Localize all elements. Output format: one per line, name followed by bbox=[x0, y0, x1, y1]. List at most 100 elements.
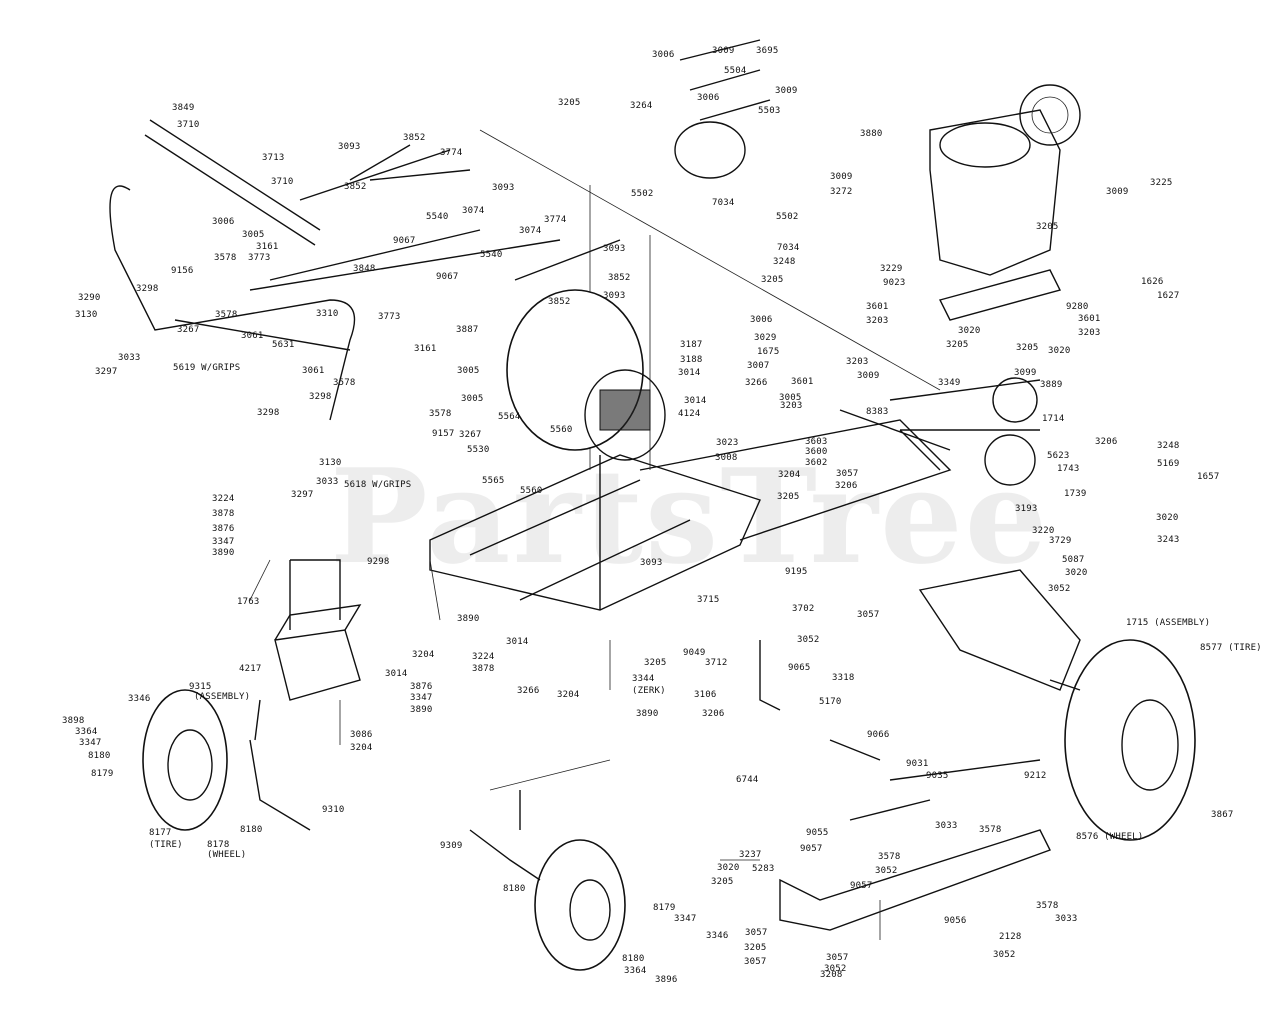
part-label: 3848 bbox=[353, 264, 376, 274]
part-label: 3093 bbox=[338, 142, 361, 152]
part-label: 3006 bbox=[697, 93, 720, 103]
part-label: 1763 bbox=[237, 597, 260, 607]
leader-lines bbox=[249, 559, 881, 940]
part-label: 5169 bbox=[1157, 459, 1180, 469]
part-label: 3890 bbox=[636, 709, 659, 719]
part-label: 3603 bbox=[805, 437, 828, 447]
part-label: 3057 bbox=[857, 610, 880, 620]
part-label: 3033 bbox=[1055, 914, 1078, 924]
part-label: 3852 bbox=[344, 182, 367, 192]
part-label: 5530 bbox=[467, 445, 490, 455]
part-label: 3878 bbox=[212, 509, 235, 519]
part-label: 3248 bbox=[773, 257, 796, 267]
part-label: 8180 bbox=[622, 954, 645, 964]
part-label: 3206 bbox=[702, 709, 725, 719]
part-label: 9157 bbox=[432, 429, 455, 439]
part-label: 3205 bbox=[558, 98, 581, 108]
part-label: 3237 bbox=[739, 850, 762, 860]
part-label: 3205 bbox=[946, 340, 969, 350]
part-label: 3297 bbox=[95, 367, 118, 377]
part-label: 3578 bbox=[878, 852, 901, 862]
part-label: 5502 bbox=[776, 212, 799, 222]
part-label: 9055 bbox=[806, 828, 829, 838]
part-label: 9057 bbox=[800, 844, 823, 854]
part-label: 3009 bbox=[775, 86, 798, 96]
part-label: 3009 bbox=[857, 371, 880, 381]
part-label: 3248 bbox=[1157, 441, 1180, 451]
part-label: 5170 bbox=[819, 697, 842, 707]
part-label: (ASSEMBLY) bbox=[194, 692, 251, 702]
part-label: 3099 bbox=[1014, 368, 1037, 378]
part-label: 3774 bbox=[544, 215, 567, 225]
part-label: 3298 bbox=[257, 408, 280, 418]
part-label: 3033 bbox=[118, 353, 141, 363]
part-label: 1627 bbox=[1157, 291, 1180, 301]
part-label: 3061 bbox=[241, 331, 264, 341]
part-label: 3161 bbox=[256, 242, 279, 252]
part-label: 3086 bbox=[350, 730, 373, 740]
part-label: 3005 bbox=[779, 393, 802, 403]
part-label: 9212 bbox=[1024, 771, 1047, 781]
part-label: 9280 bbox=[1066, 302, 1089, 312]
part-label: 3161 bbox=[414, 344, 437, 354]
part-label: 3005 bbox=[461, 394, 484, 404]
part-label: 3715 bbox=[697, 595, 720, 605]
part-label: 3203 bbox=[846, 357, 869, 367]
part-label: 3057 bbox=[745, 928, 768, 938]
part-label: 3349 bbox=[938, 378, 961, 388]
part-label: 8177 bbox=[149, 828, 172, 838]
part-label: 3729 bbox=[1049, 536, 1072, 546]
part-label: 3773 bbox=[248, 253, 271, 263]
part-label: 5565 bbox=[482, 476, 505, 486]
part-label: 8180 bbox=[240, 825, 263, 835]
part-label: 8180 bbox=[88, 751, 111, 761]
control-rods bbox=[249, 144, 621, 291]
part-label: (WHEEL) bbox=[207, 850, 247, 860]
part-label: 3347 bbox=[212, 537, 235, 547]
part-label: (ZERK) bbox=[632, 686, 666, 696]
part-label: 3006 bbox=[652, 50, 675, 60]
part-label: 3710 bbox=[177, 120, 200, 130]
part-label: 3093 bbox=[603, 244, 626, 254]
part-label: 3057 bbox=[836, 469, 859, 479]
part-label: 3052 bbox=[824, 964, 847, 974]
part-label: 3205 bbox=[1036, 222, 1059, 232]
part-label: 3346 bbox=[128, 694, 151, 704]
part-label: 3204 bbox=[350, 743, 373, 753]
front-center-wheel bbox=[469, 790, 626, 971]
part-label: 1626 bbox=[1141, 277, 1164, 287]
part-label: 9031 bbox=[906, 759, 929, 769]
part-label: 3601 bbox=[1078, 314, 1101, 324]
part-label: 3052 bbox=[797, 635, 820, 645]
part-label: 5623 bbox=[1047, 451, 1070, 461]
part-label: 9298 bbox=[367, 557, 390, 567]
part-label: 3009 bbox=[712, 46, 735, 56]
part-label: 3852 bbox=[548, 297, 571, 307]
part-label: 3702 bbox=[792, 604, 815, 614]
part-label: 3297 bbox=[291, 490, 314, 500]
part-label: 3023 bbox=[716, 438, 739, 448]
part-label: 9067 bbox=[436, 272, 459, 282]
part-label: 3773 bbox=[378, 312, 401, 322]
part-label: 3130 bbox=[319, 458, 342, 468]
part-label: 3889 bbox=[1040, 380, 1063, 390]
part-label: 3008 bbox=[715, 453, 738, 463]
part-label: 3890 bbox=[212, 548, 235, 558]
part-label: 9057 bbox=[850, 881, 873, 891]
rear-right-wheel bbox=[1049, 639, 1196, 841]
part-label: 1715 (ASSEMBLY) bbox=[1126, 618, 1211, 628]
part-label: 3205 bbox=[777, 492, 800, 502]
part-label: 3020 bbox=[1156, 513, 1179, 523]
part-label: 3601 bbox=[866, 302, 889, 312]
part-label: 3204 bbox=[412, 650, 435, 660]
part-label: 3074 bbox=[519, 226, 542, 236]
part-label: 3093 bbox=[603, 291, 626, 301]
part-label: 3890 bbox=[457, 614, 480, 624]
part-label: 3364 bbox=[624, 966, 647, 976]
part-label: 3009 bbox=[830, 172, 853, 182]
part-label: 5503 bbox=[758, 106, 781, 116]
part-label: 9065 bbox=[788, 663, 811, 673]
part-label: 3007 bbox=[747, 361, 770, 371]
part-label: 3005 bbox=[457, 366, 480, 376]
